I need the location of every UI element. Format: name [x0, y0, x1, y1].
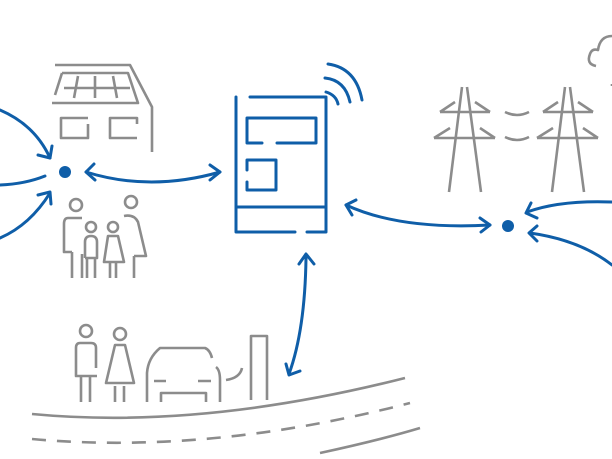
grid-node-dot-icon	[502, 220, 514, 232]
left-incoming-arrows	[0, 108, 54, 240]
wifi-icon	[323, 62, 364, 106]
cloud-icon	[587, 34, 612, 86]
right-incoming-arrows	[524, 200, 612, 267]
smart-meter-icon	[234, 95, 328, 234]
house-solar-icon	[52, 63, 154, 152]
arrow-home-meter	[84, 162, 222, 184]
road-icon	[31, 376, 421, 455]
ev-charging-icon	[74, 323, 269, 402]
power-pylon-icon	[433, 86, 599, 193]
family-icon	[62, 194, 148, 278]
arrow-meter-ev	[284, 252, 316, 377]
arrow-meter-grid	[344, 198, 492, 234]
home-node-dot-icon	[59, 166, 71, 178]
